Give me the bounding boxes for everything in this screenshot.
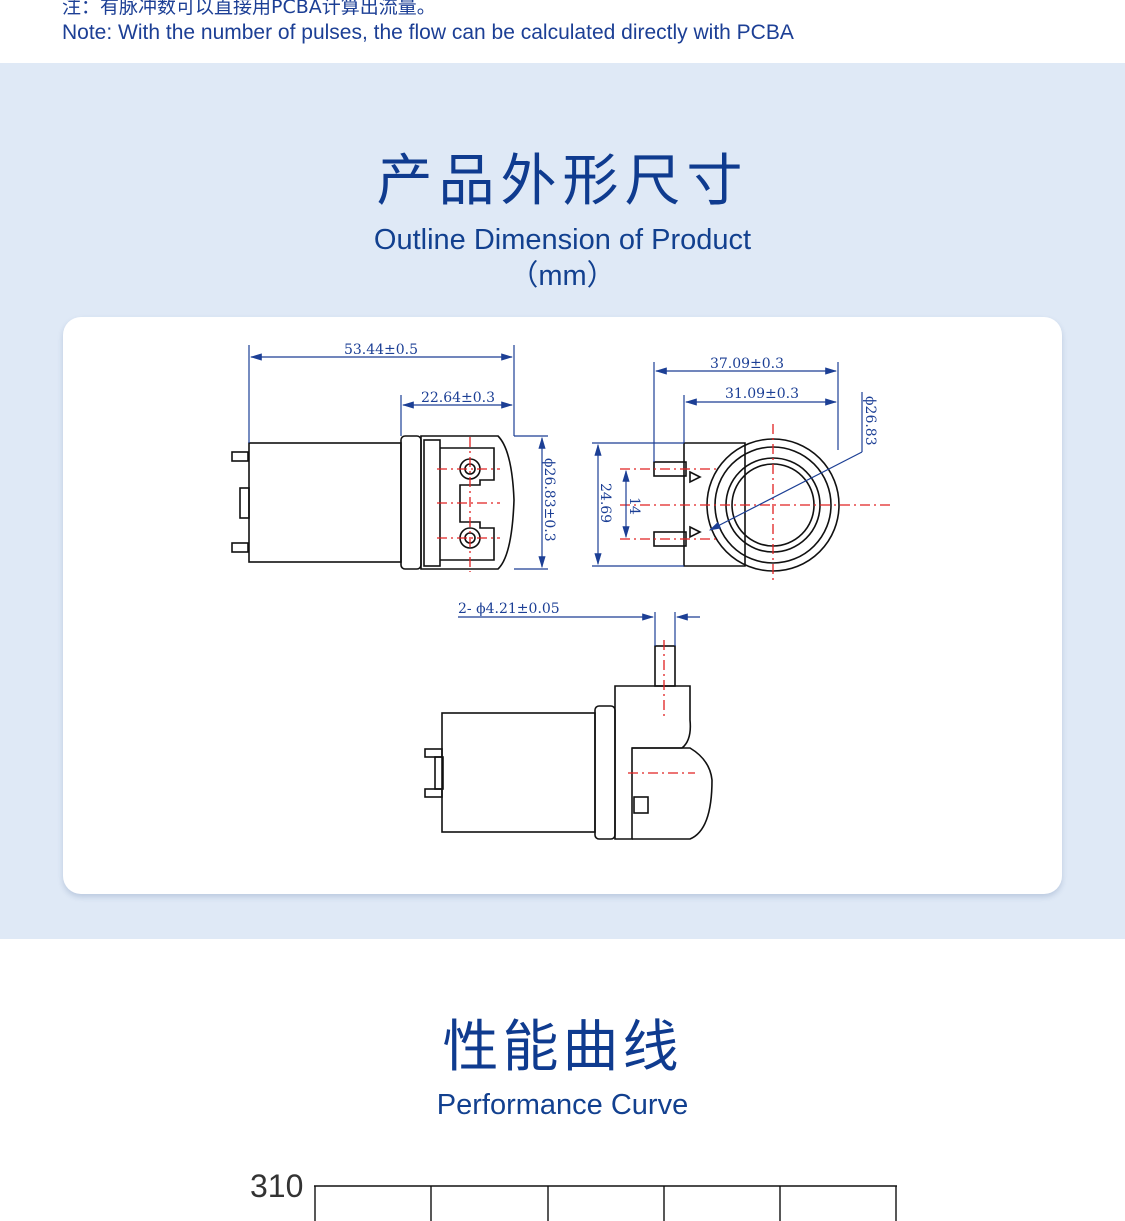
note-cn: 注：有脉冲数可以直接用PCBA计算出流量。 — [62, 0, 436, 18]
dim-width-inner: 31.09±0.3 — [725, 386, 799, 402]
top-view — [424, 645, 713, 840]
dim-diameter-side: ϕ26.83±0.3 — [541, 458, 557, 542]
dim-port-spacing: 14 — [626, 497, 642, 515]
dimension-unit: （mm） — [509, 260, 616, 292]
dim-length-total: 53.44±0.5 — [344, 342, 418, 358]
performance-title-en: Performance Curve — [436, 1089, 689, 1121]
dim-width-outer: 37.09±0.3 — [710, 356, 784, 372]
chart-grid — [314, 1185, 897, 1221]
dimension-title-en: Outline Dimension of Product — [373, 224, 752, 256]
dim-port-hole: 2- ϕ4.21±0.05 — [458, 601, 560, 617]
performance-chart: 310 — [240, 1160, 920, 1221]
ytick-top-label: 310 — [250, 1168, 304, 1204]
dim-height: 24.69 — [597, 483, 613, 523]
dimension-title-cn: 产品外形尺寸 — [376, 149, 749, 214]
dim-diameter-front: ϕ26.83 — [862, 396, 878, 446]
performance-title-cn: 性能曲线 — [442, 1015, 683, 1080]
dimension-card — [63, 317, 1062, 894]
note-en: Note: With the number of pulses, the flo… — [62, 21, 794, 44]
dim-length-head: 22.64±0.3 — [421, 390, 495, 406]
